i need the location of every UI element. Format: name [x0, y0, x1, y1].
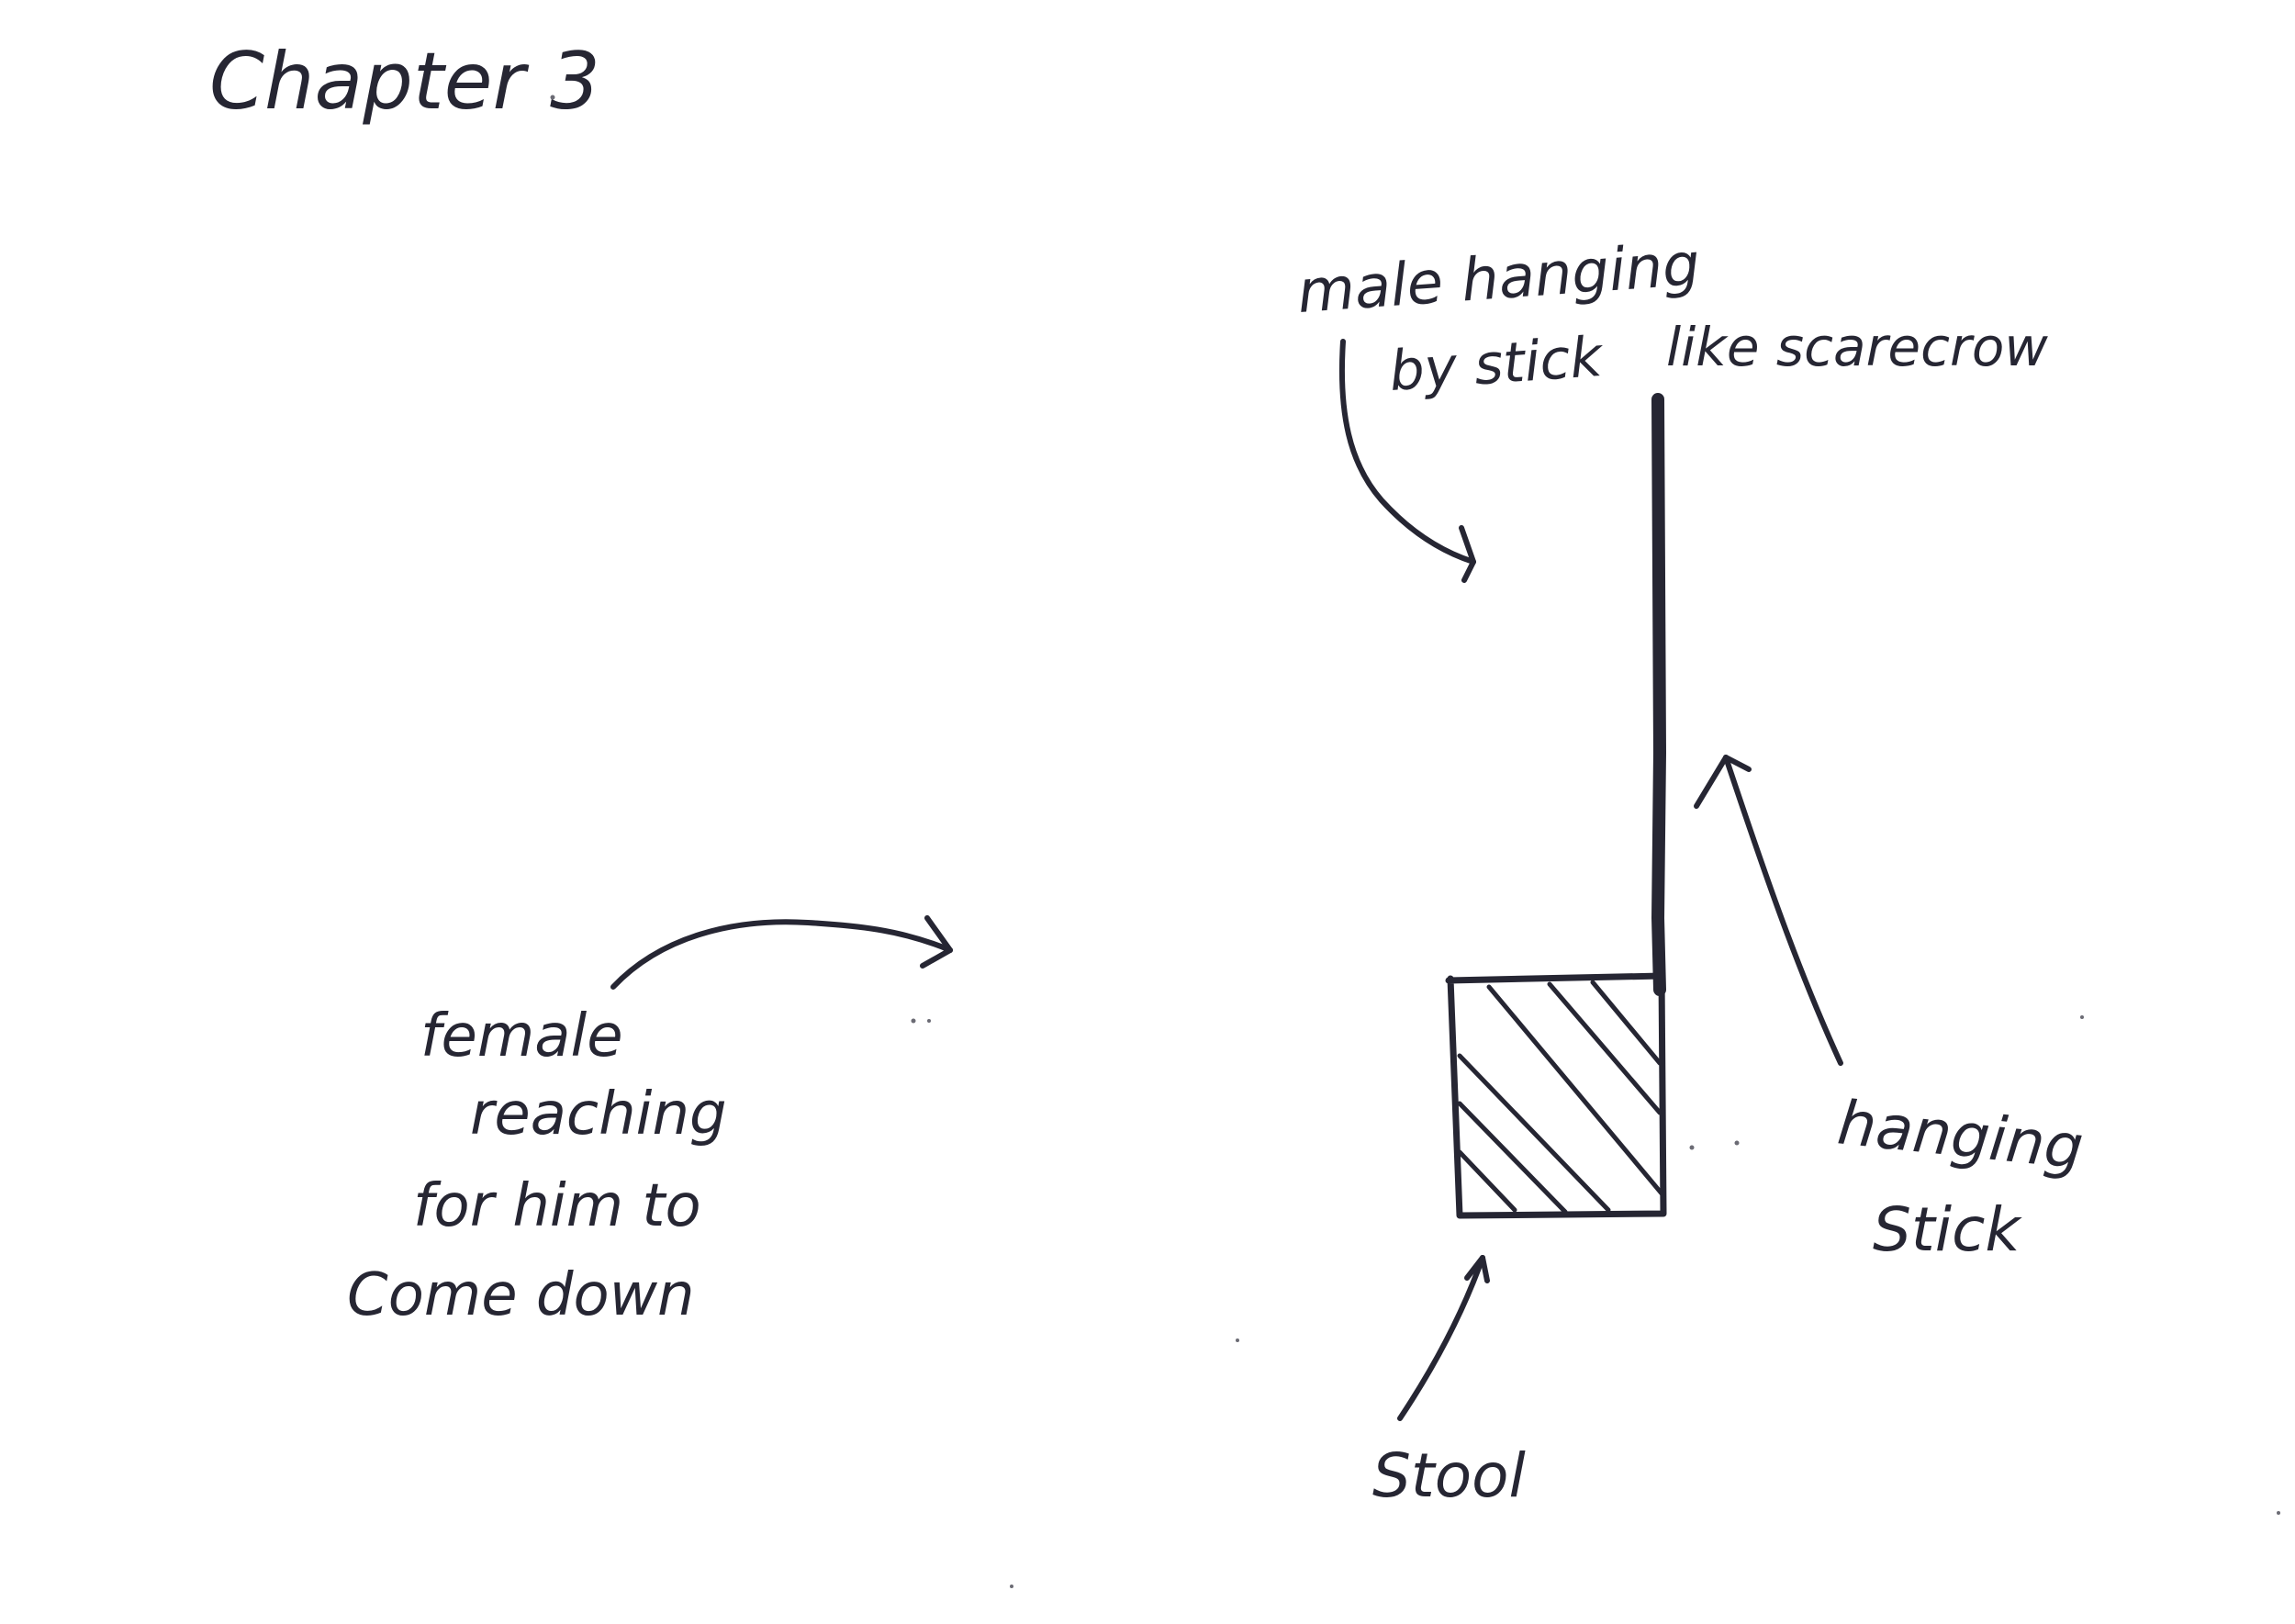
like-scarecrow-label: like scarecrow — [1666, 316, 2048, 378]
by-stick-label: by stick — [1387, 325, 1606, 404]
female-reaching-arrow — [610, 915, 953, 990]
hanging-stick — [1651, 393, 1666, 996]
hanging-stick-arrow — [1694, 755, 1843, 1066]
stool-arrow — [1397, 1255, 1490, 1421]
male-hanging-arrow — [1338, 339, 1476, 583]
stool-label: Stool — [1372, 1440, 1527, 1511]
hanging-label: hanging — [1834, 1087, 2087, 1183]
stool-box — [1445, 972, 1667, 1219]
female-label-line-4: Come down — [347, 1261, 695, 1329]
stick-label: Stick — [1873, 1194, 2022, 1265]
chapter-title: Chapter 3 — [209, 36, 600, 128]
female-label-line-1: female — [420, 1002, 623, 1070]
paper-specks — [550, 95, 2280, 1588]
female-label-line-3: for him to — [413, 1172, 701, 1240]
male-hanging-label: male hanging — [1295, 231, 1702, 327]
female-label-line-2: reaching — [470, 1081, 727, 1148]
